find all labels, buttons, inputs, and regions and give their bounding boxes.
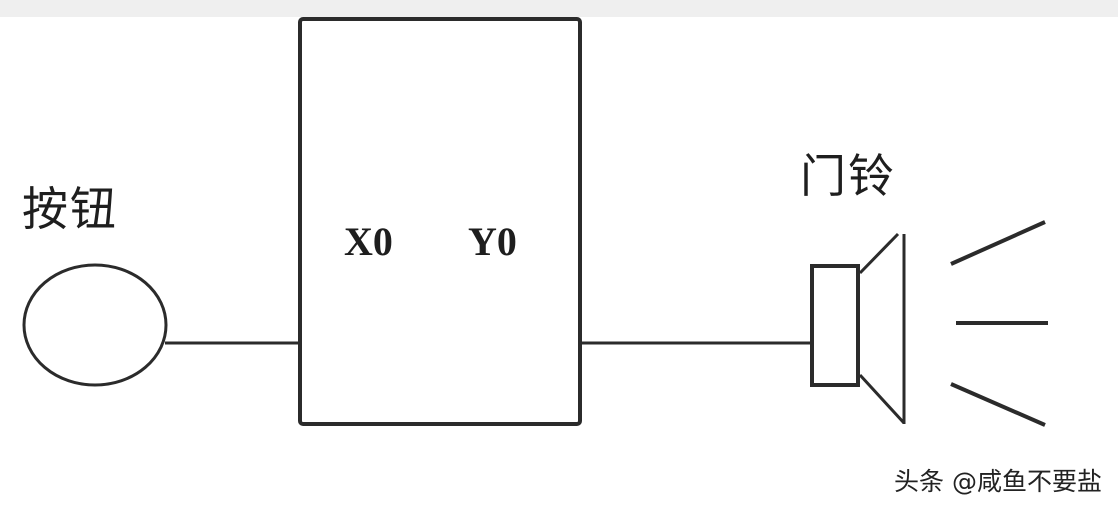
- watermark: 头条 @咸鱼不要盐: [894, 467, 1102, 496]
- doorbell-label: 门铃: [800, 149, 896, 203]
- push-button-icon: [22, 263, 168, 387]
- button-label: 按钮: [22, 182, 118, 236]
- speaker-icon: [810, 232, 906, 425]
- sound-waves-icon: [950, 220, 1048, 427]
- output-terminal-label: Y0: [468, 219, 517, 264]
- plc-box: [298, 17, 582, 426]
- input-terminal-label: X0: [344, 219, 393, 264]
- top-bar: [0, 0, 1118, 17]
